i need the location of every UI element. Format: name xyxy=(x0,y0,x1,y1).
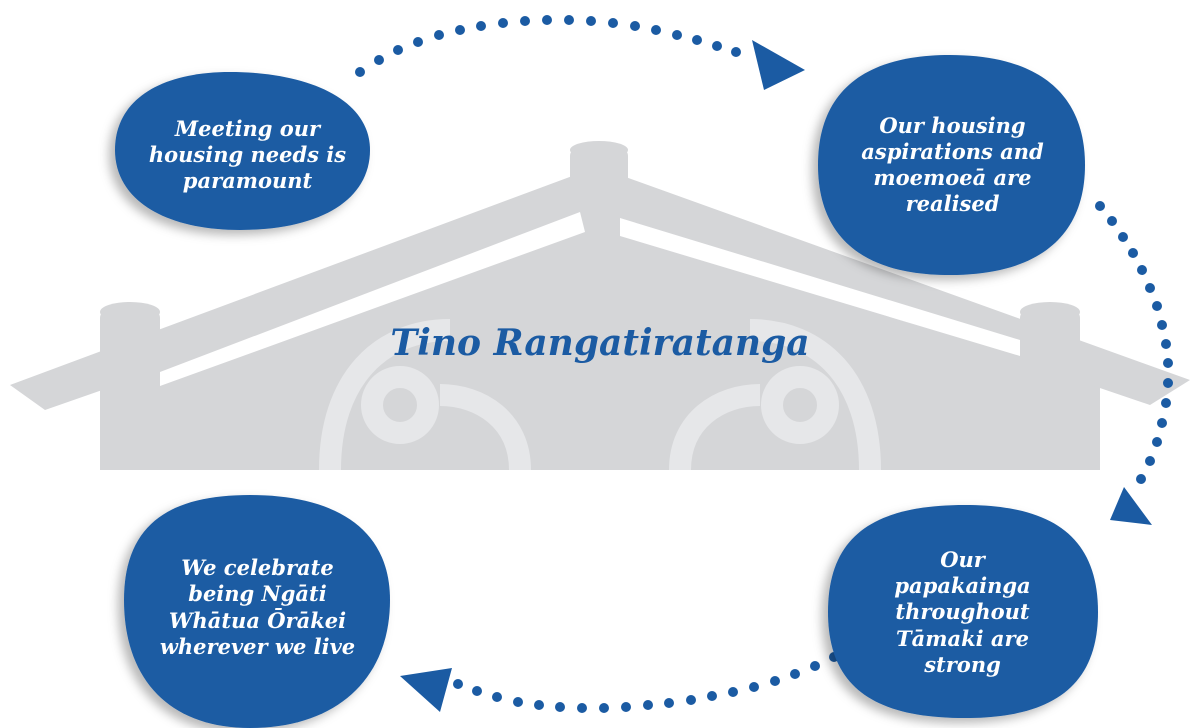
left-post xyxy=(100,310,160,470)
koru-motif-icon xyxy=(319,319,881,471)
top-arc-dots xyxy=(355,15,741,77)
bubble-text-top-left: Meeting our housing needs is paramount xyxy=(148,115,347,194)
center-post xyxy=(570,148,628,258)
right-arrow-head xyxy=(1110,487,1152,525)
bubble-text-bottom-left: We celebrate being Ngāti Whātua Ōrākei w… xyxy=(159,555,356,659)
right-arc-dots xyxy=(1095,201,1173,484)
right-post xyxy=(1020,310,1080,470)
bubble-bottom-right xyxy=(828,505,1098,718)
bottom-arc-dots xyxy=(453,652,839,713)
top-arrow-head xyxy=(752,40,805,90)
bubble-bottom-left xyxy=(124,495,390,728)
bottom-arrow-head xyxy=(400,668,452,712)
bubbles xyxy=(115,55,1098,728)
bubble-top-right xyxy=(818,55,1085,275)
cycle-arrow-icon xyxy=(355,15,1173,713)
roof-gaps xyxy=(160,212,1020,386)
center-title: Tino Rangatiratanga xyxy=(390,322,810,364)
bubble-top-left xyxy=(115,72,370,230)
bubble-text-bottom-right: Our papakainga throughout Tāmaki are str… xyxy=(894,546,1031,677)
bubble-text-top-right: Our housing aspirations and moemoeā are … xyxy=(861,112,1044,217)
